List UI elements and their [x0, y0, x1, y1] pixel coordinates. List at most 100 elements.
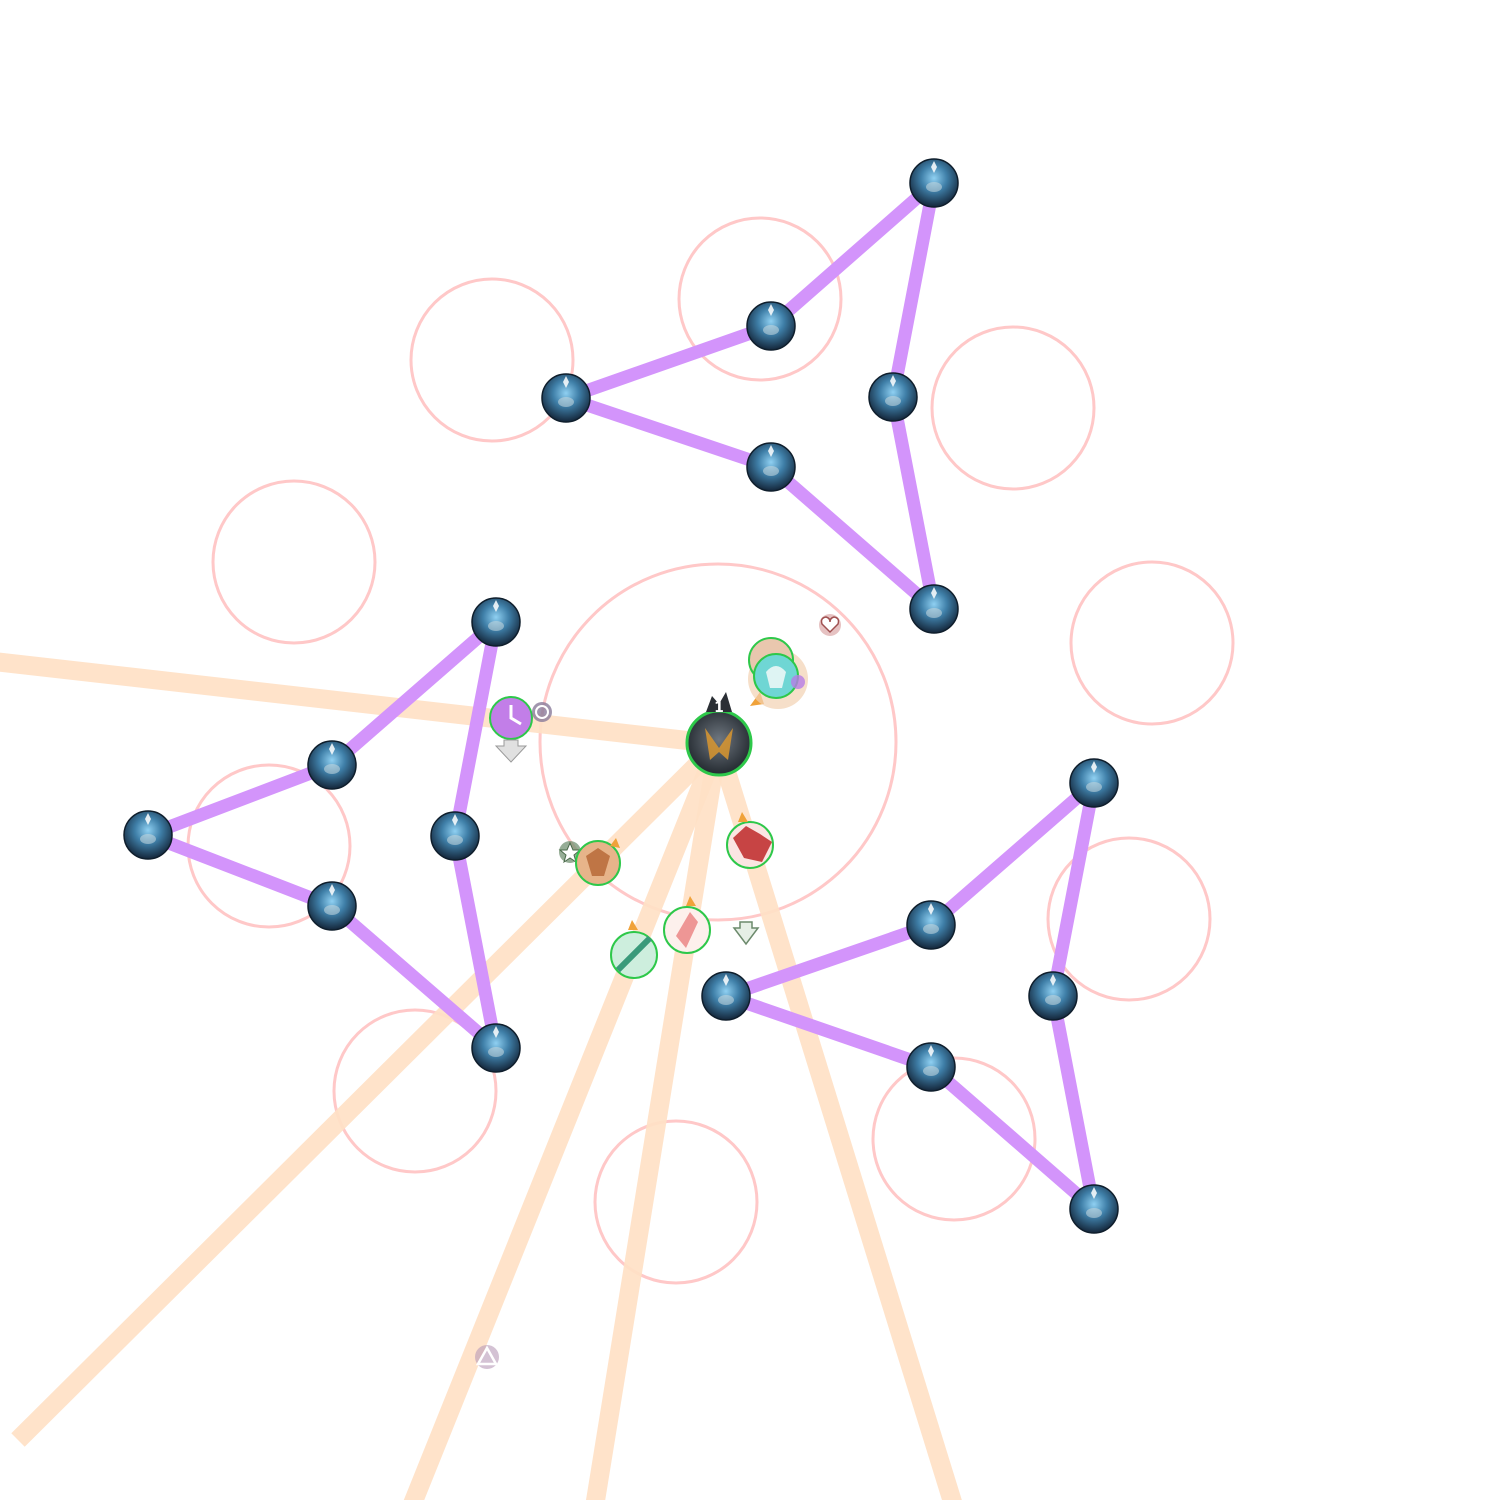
tether — [764, 460, 941, 616]
orb — [906, 900, 956, 950]
role-marker-icon — [738, 812, 748, 822]
orb-spark-icon — [1091, 761, 1097, 773]
clock-job-icon — [509, 705, 522, 726]
orb-spark-icon — [1050, 974, 1056, 986]
tether — [764, 176, 941, 333]
tether — [719, 989, 938, 1074]
aoe-ring — [677, 216, 843, 382]
tethers — [141, 176, 1101, 1216]
beams — [0, 652, 962, 1500]
tether — [559, 319, 778, 405]
tether — [719, 918, 938, 1003]
circle-marker — [532, 702, 552, 722]
party-member-pink[interactable] — [663, 896, 760, 954]
tether — [325, 615, 503, 772]
orb — [123, 810, 173, 860]
orb-spark-icon — [768, 304, 774, 316]
orb-spark-icon — [931, 587, 937, 599]
green-job-icon — [615, 935, 653, 973]
aoe-ring-center — [538, 562, 898, 922]
orb — [307, 740, 357, 790]
orb — [471, 597, 521, 647]
orb-spark-icon — [493, 1026, 499, 1038]
orb-spark-icon — [890, 375, 896, 387]
pink-job-icon — [676, 912, 698, 948]
orb — [906, 1042, 956, 1092]
tether — [886, 176, 941, 404]
boss[interactable]: 1 — [685, 692, 764, 777]
circle-icon — [535, 705, 549, 719]
beam — [585, 742, 728, 1500]
orb — [307, 881, 357, 931]
orb — [471, 1023, 521, 1073]
tether — [141, 758, 339, 842]
aoe-ring — [211, 479, 377, 645]
beam — [0, 652, 720, 754]
boss-armor-icon — [705, 728, 733, 760]
orb-spark-icon — [928, 903, 934, 915]
aoe-ring — [1069, 560, 1235, 726]
beam — [708, 741, 962, 1500]
aoe-ring — [332, 1008, 498, 1174]
orb-spark-icon — [563, 376, 569, 388]
tether — [1046, 776, 1101, 1003]
tether — [448, 829, 503, 1055]
boss-target-ring — [685, 709, 753, 777]
party-member-green[interactable] — [610, 920, 658, 979]
orb — [701, 971, 751, 1021]
party-member-healer[interactable] — [748, 637, 808, 709]
role-marker-icon — [628, 920, 638, 930]
beam — [403, 740, 727, 1500]
orb — [1028, 971, 1078, 1021]
orb — [430, 811, 480, 861]
tether — [924, 776, 1101, 932]
aoe-ring — [1046, 836, 1212, 1002]
tether — [325, 899, 503, 1055]
aoe-ring — [930, 325, 1096, 491]
healer-job-icon — [766, 666, 786, 688]
orb-spark-icon — [493, 600, 499, 612]
party — [475, 614, 841, 1369]
orbs — [123, 158, 1119, 1234]
orb-spark-icon — [931, 161, 937, 173]
orb-spark-icon — [329, 884, 335, 896]
orb-spark-icon — [452, 814, 458, 826]
arrow-down-icon — [494, 739, 528, 763]
tether — [448, 615, 503, 843]
orb-spark-icon — [145, 813, 151, 825]
party-member-tan[interactable] — [558, 838, 621, 886]
boss-number-label: 1 — [714, 700, 724, 716]
tether — [559, 391, 778, 474]
orb — [909, 158, 959, 208]
orb — [1069, 1184, 1119, 1234]
boss-head-icon — [706, 692, 732, 712]
triangle-icon — [475, 1345, 499, 1366]
tether — [1046, 989, 1101, 1216]
heart-marker — [819, 614, 841, 636]
arrow-down-icon — [732, 921, 760, 946]
orb-spark-icon — [723, 974, 729, 986]
tan-job-icon — [586, 848, 610, 876]
role-marker-icon — [686, 896, 696, 906]
orb — [868, 372, 918, 422]
star-icon — [558, 841, 582, 864]
party-member-purple[interactable] — [489, 696, 552, 763]
aoe-ring — [409, 277, 575, 443]
tether — [886, 390, 941, 616]
orb — [1069, 758, 1119, 808]
orb — [909, 584, 959, 634]
orb — [746, 301, 796, 351]
orb — [746, 442, 796, 492]
orb-spark-icon — [329, 743, 335, 755]
red-job-icon — [733, 826, 772, 862]
role-marker-icon — [610, 838, 620, 848]
tether — [924, 1060, 1101, 1216]
orb — [541, 373, 591, 423]
triangle-marker — [475, 1345, 499, 1369]
orb-spark-icon — [768, 445, 774, 457]
party-member-red[interactable] — [726, 812, 774, 869]
aoe-ring — [593, 1119, 759, 1285]
tether — [141, 828, 339, 913]
orb-spark-icon — [928, 1045, 934, 1057]
